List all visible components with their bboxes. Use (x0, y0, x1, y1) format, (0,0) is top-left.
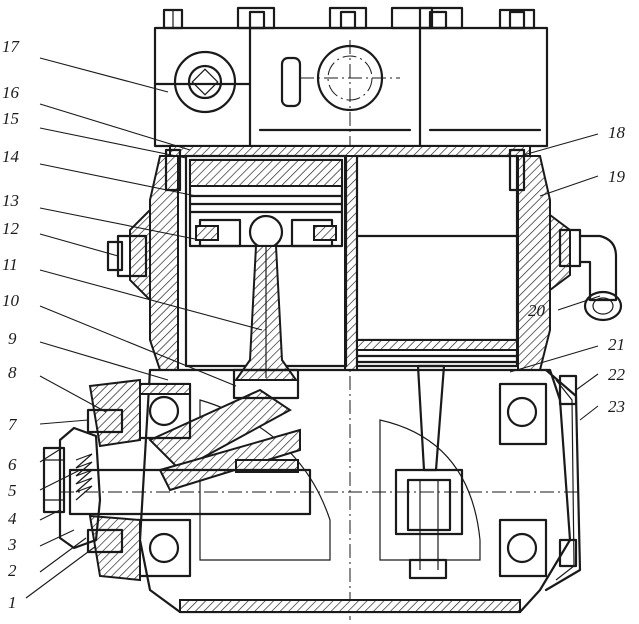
cylinder-block (106, 148, 623, 371)
label-22: 22 (608, 365, 626, 384)
label-6: 6 (8, 455, 17, 474)
label-23: 23 (608, 397, 625, 416)
right-piston (355, 234, 519, 580)
valve-plate (169, 145, 531, 157)
label-20: 20 (528, 301, 546, 320)
label-19: 19 (608, 167, 626, 186)
label-15: 15 (2, 109, 19, 128)
label-10: 10 (2, 291, 20, 310)
label-12: 12 (2, 219, 20, 238)
front-cover (42, 378, 141, 582)
label-18: 18 (608, 123, 626, 142)
label-11: 11 (2, 255, 18, 274)
crankcase (60, 368, 582, 614)
label-8: 8 (8, 363, 17, 382)
label-13: 13 (2, 191, 19, 210)
label-4: 4 (8, 509, 17, 528)
label-7: 7 (8, 415, 18, 434)
leader-lines (25, 57, 601, 599)
label-17: 17 (2, 37, 21, 56)
label-14: 14 (2, 147, 20, 166)
label-1: 1 (8, 593, 17, 612)
label-3: 3 (7, 535, 17, 554)
left-piston (188, 158, 344, 250)
head-bolts (162, 6, 536, 30)
label-2: 2 (8, 561, 17, 580)
connecting-rod-left (234, 245, 298, 381)
label-16: 16 (2, 83, 20, 102)
part-labels: 17 16 15 14 13 12 11 10 9 8 7 6 5 4 3 2 … (2, 37, 626, 612)
label-21: 21 (608, 335, 625, 354)
label-9: 9 (8, 329, 17, 348)
label-5: 5 (8, 481, 17, 500)
